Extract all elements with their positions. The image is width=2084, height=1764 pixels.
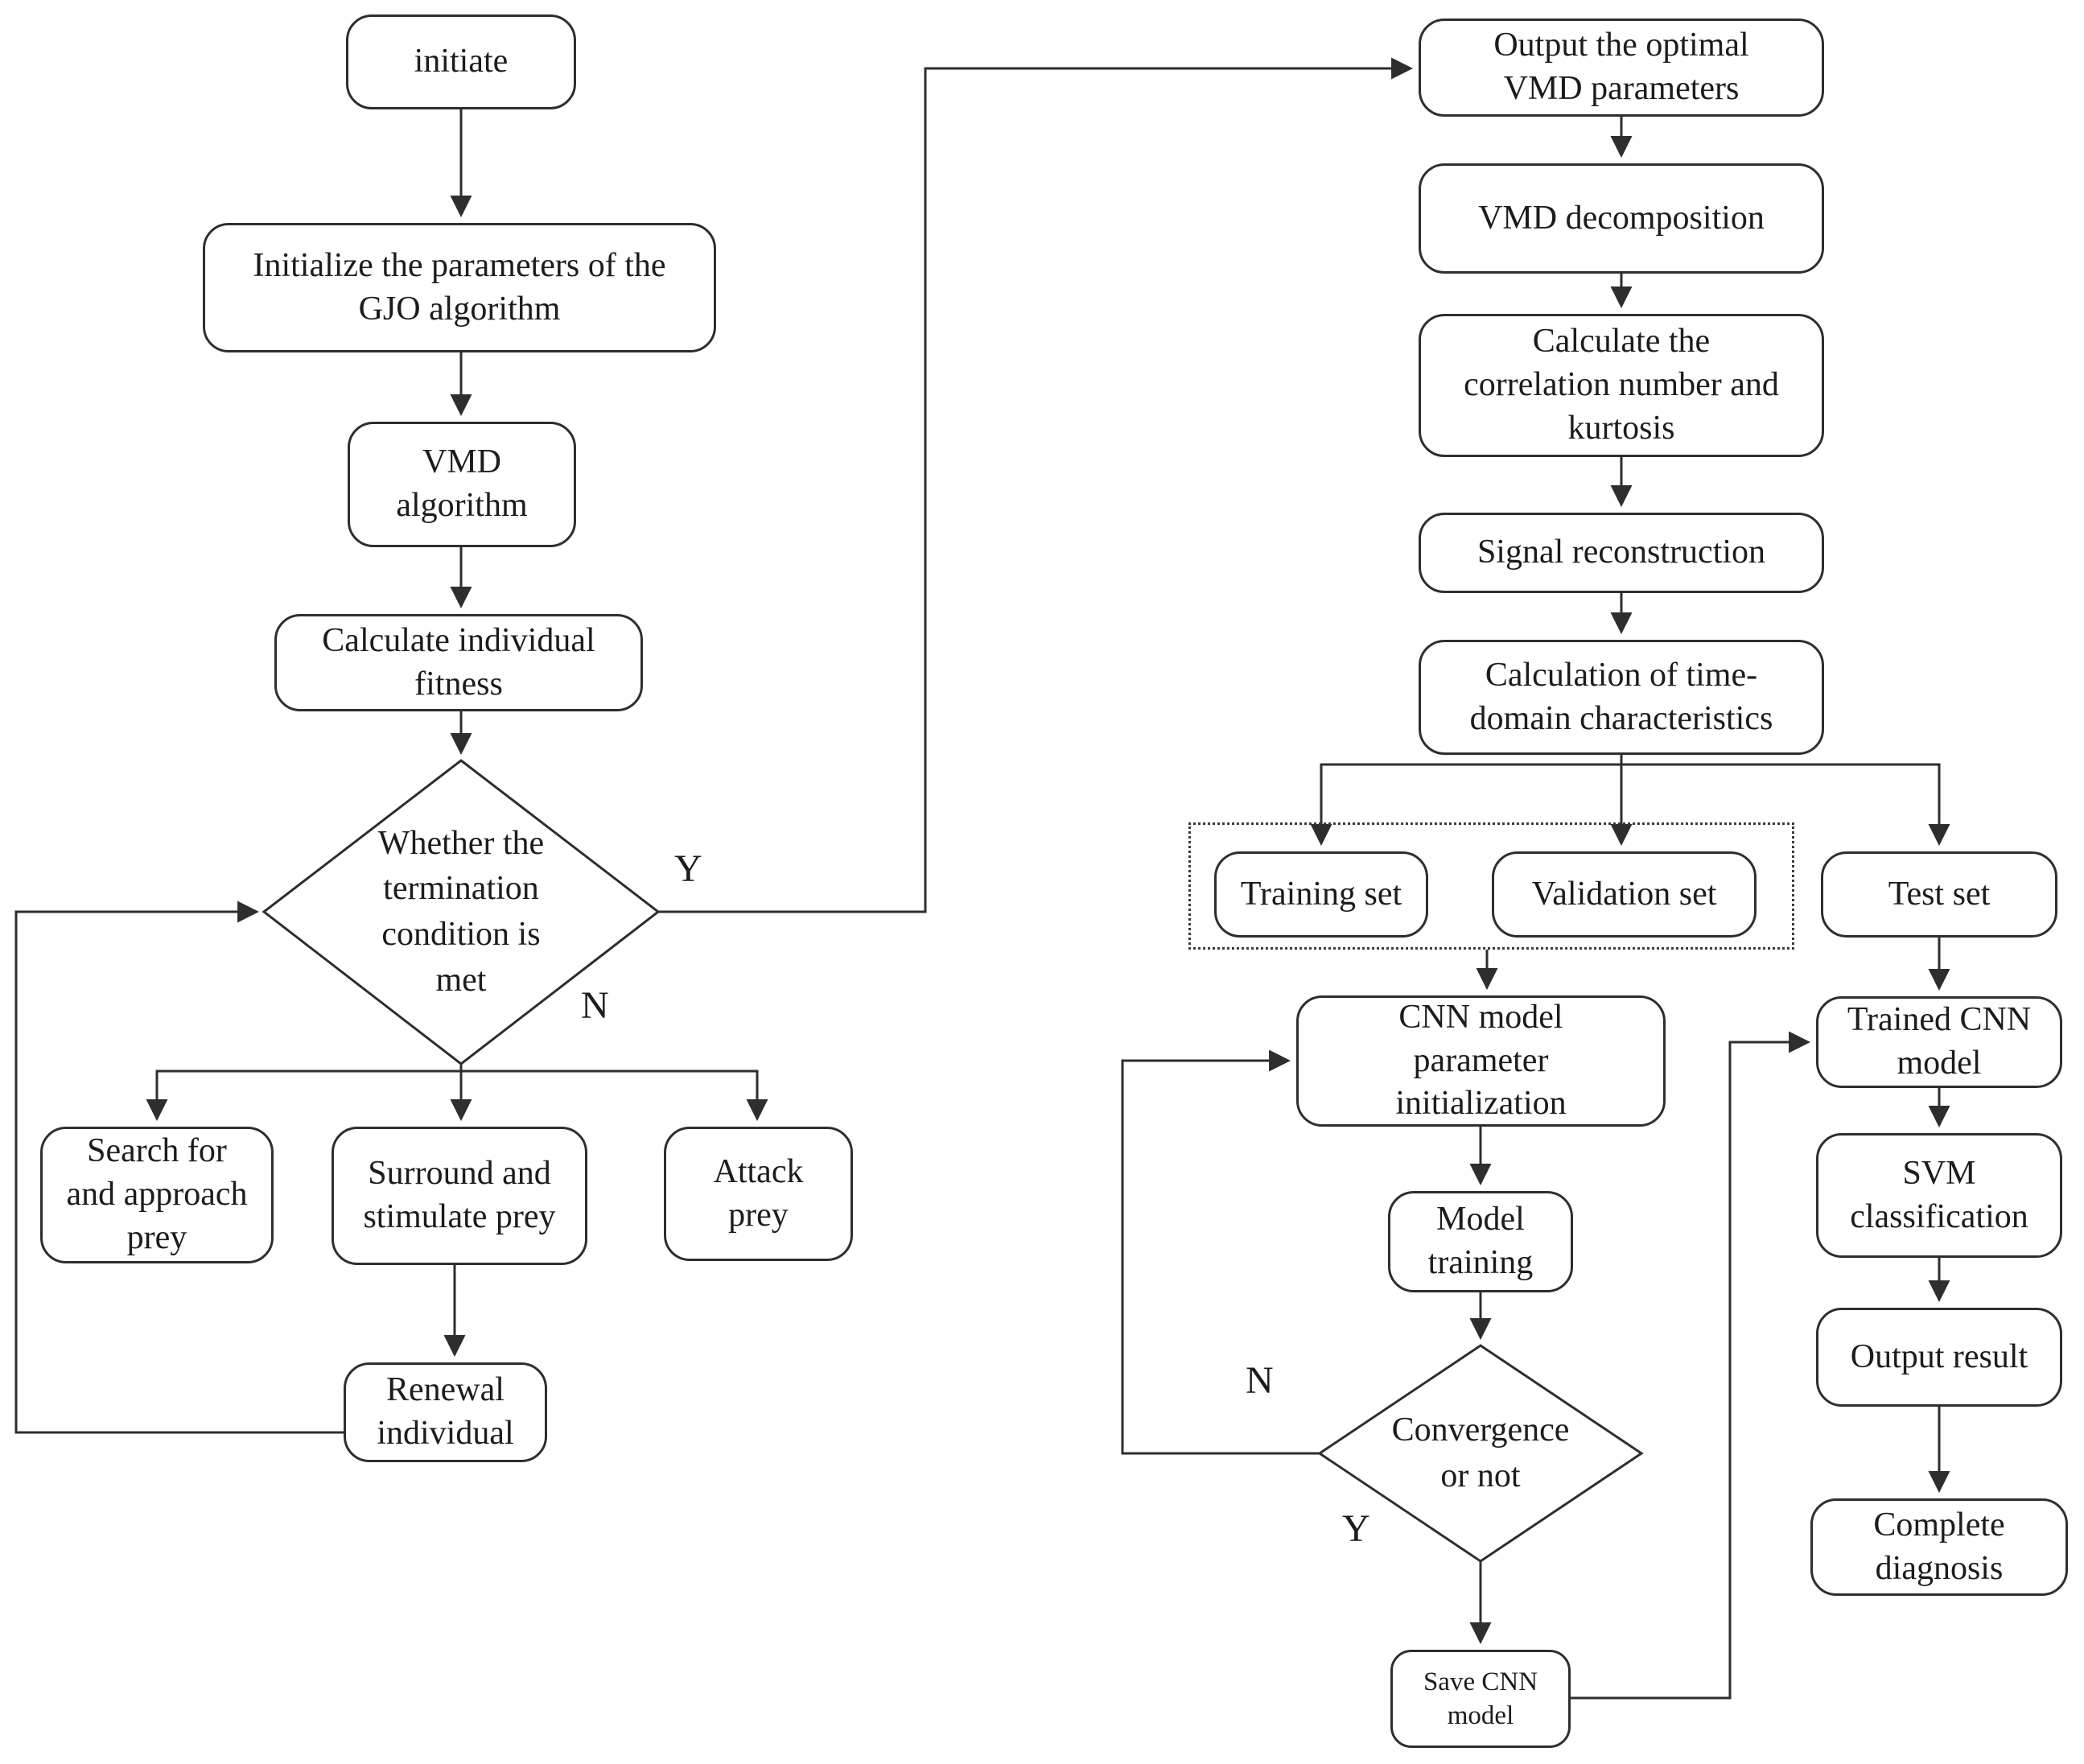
node-svm-classification: SVM classification <box>1816 1133 2062 1258</box>
node-initiate: initiate <box>346 14 576 109</box>
edge-renewal-feedback <box>14 901 344 1434</box>
edge-convergence-no <box>1121 1049 1320 1455</box>
decision-convergence-label: Convergence or not <box>1391 1412 1570 1494</box>
label-convergence-no: N <box>1246 1359 1274 1402</box>
node-vmd-algorithm: VMD algorithm <box>348 422 576 547</box>
node-model-training: Model training <box>1388 1191 1573 1292</box>
node-save-cnn-model: Save CNN model <box>1390 1650 1571 1748</box>
node-cnn-parameter-init: CNN model parameter initialization <box>1296 995 1666 1127</box>
node-output-result: Output result <box>1816 1308 2062 1407</box>
node-renewal-individual: Renewal individual <box>344 1362 547 1462</box>
node-training-set: Training set <box>1214 851 1428 938</box>
node-signal-reconstruction: Signal reconstruction <box>1419 513 1824 593</box>
node-validation-set: Validation set <box>1492 851 1757 938</box>
decision-termination-label: Whether the termination condition is met <box>377 824 545 999</box>
train-validation-group-box <box>1188 822 1794 950</box>
node-surround-prey: Surround and stimulate prey <box>332 1127 587 1265</box>
edge-termination-yes <box>658 57 1414 913</box>
node-search-prey: Search for and approach prey <box>40 1127 274 1263</box>
node-output-vmd-parameters: Output the optimal VMD parameters <box>1419 19 1824 117</box>
node-vmd-decomposition: VMD decomposition <box>1419 163 1824 274</box>
node-calculate-fitness: Calculate individual fitness <box>274 614 643 711</box>
node-calculate-correlation: Calculate the correlation number and kur… <box>1419 314 1824 457</box>
label-termination-no: N <box>581 984 609 1027</box>
node-complete-diagnosis: Complete diagnosis <box>1810 1498 2068 1596</box>
node-test-set: Test set <box>1821 851 2057 938</box>
node-initialize-gjo: Initialize the parameters of the GJO alg… <box>203 223 716 352</box>
edge-timedomain-to-test <box>1620 755 1950 847</box>
edge-termination-no-right <box>459 1064 768 1122</box>
node-trained-cnn-model: Trained CNN model <box>1816 996 2062 1088</box>
label-termination-yes: Y <box>674 847 702 890</box>
edge-termination-no-left <box>146 1064 463 1122</box>
node-calc-time-domain: Calculation of time- domain characterist… <box>1419 640 1824 755</box>
node-attack-prey: Attack prey <box>664 1127 853 1261</box>
label-convergence-yes: Y <box>1342 1507 1370 1550</box>
edge-savecnn-to-trained <box>1571 1031 1811 1700</box>
